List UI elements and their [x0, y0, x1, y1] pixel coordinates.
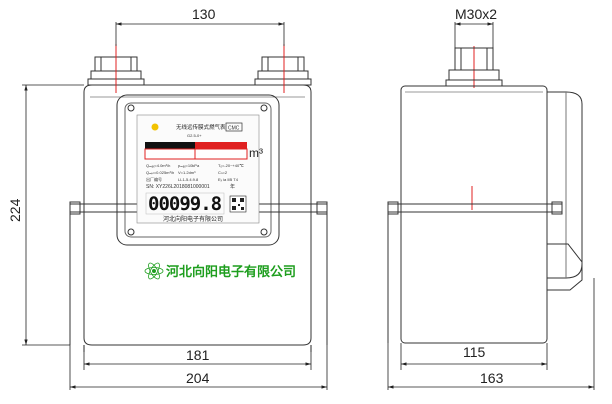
- spec-qmax: Qₘₐₓ=4.0m³/h: [146, 163, 170, 168]
- dim-115: 115: [463, 344, 486, 360]
- spec-exproof: Eₓ ia IIB T4: [218, 177, 239, 182]
- centerlines: [115, 44, 475, 210]
- spec-pmax: pₘₐₓ=10kPa: [178, 163, 200, 168]
- dim-181: 181: [186, 347, 210, 363]
- dimension-lines-front: [22, 22, 328, 390]
- spec-volume: V=1.2dm³: [178, 170, 196, 175]
- side-view: [387, 47, 583, 344]
- meter-housing: [83, 84, 312, 346]
- manufacturer-on-dial: 河北向阳电子有限公司: [163, 215, 223, 223]
- model-label: G2.5-0+: [187, 133, 202, 138]
- brand-label: 河北向阳电子有限公司: [144, 262, 296, 280]
- right-nozzle: [254, 56, 312, 86]
- spec-serial-label: 出厂编号: [146, 176, 162, 182]
- display-window: [116, 94, 280, 246]
- gauge-bar-black: [145, 142, 195, 149]
- cert-badge: CMC: [228, 126, 240, 132]
- year-label: 年: [230, 183, 235, 190]
- sun-logo-icon: [151, 123, 159, 131]
- company-name: 河北向阳电子有限公司: [166, 264, 296, 280]
- gauge-bar-red: [195, 142, 247, 149]
- unit-label: m³: [249, 146, 263, 160]
- serial-number: SN: XY226L2018081000001: [146, 184, 210, 190]
- dim-224: 224: [7, 198, 23, 222]
- spec-qmin: Qₘᵢₙ=0.025m³/h: [146, 170, 174, 175]
- front-cover-profile: [547, 91, 583, 279]
- dimension-lines-side: [387, 22, 595, 390]
- meter-title: 无线远传膜式燃气表: [176, 123, 226, 131]
- spec-cn: Cₙ=2: [218, 170, 228, 175]
- qr-code-icon: [229, 195, 247, 213]
- meter-reading: 00099.8: [148, 193, 222, 215]
- dial-face: 无线远传膜式燃气表 CMC G2.5-0+ m³ Qₘₐₓ=4.0m³/h pₘ…: [136, 114, 263, 224]
- atom-logo-icon: [144, 262, 164, 280]
- dim-130: 130: [192, 6, 216, 22]
- dim-m30x2: M30x2: [455, 6, 497, 22]
- side-body: [400, 85, 548, 344]
- dim-204: 204: [186, 370, 210, 386]
- spec-temp: Tₒ=-20~+40℃: [218, 163, 244, 168]
- spec-lot: LL1-5.4.9.8: [178, 177, 199, 182]
- dim-163: 163: [480, 370, 504, 386]
